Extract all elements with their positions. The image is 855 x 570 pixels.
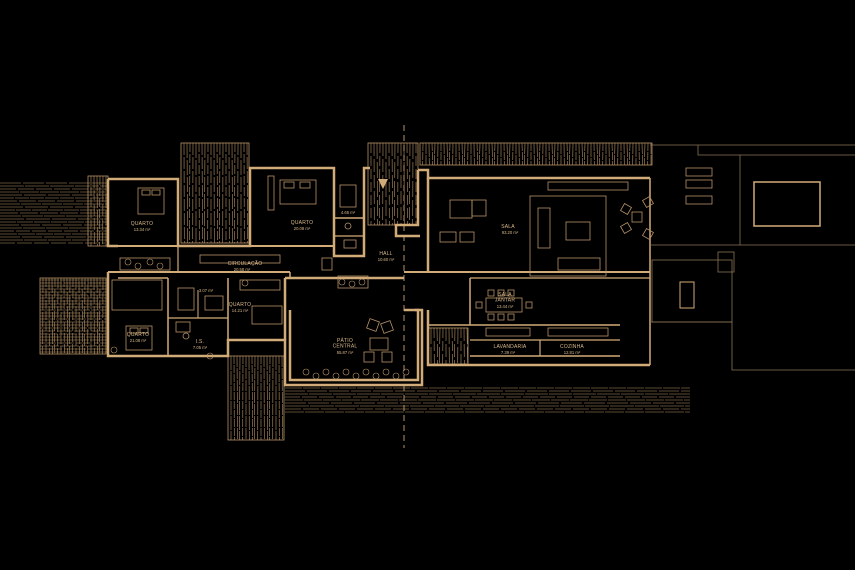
room-label-quarto1: QUARTO	[131, 221, 153, 227]
deck-vertical-4	[180, 142, 250, 244]
room-area-wc1: 4.65 m²	[341, 210, 356, 215]
room-area-quarto4: 21.08 m²	[130, 338, 147, 343]
plant-6	[322, 368, 330, 376]
room-area-patio: 55.87 m²	[337, 350, 354, 355]
plant-8	[342, 368, 350, 376]
plant-11	[372, 372, 380, 380]
room-area-circulacao: 20.58 m²	[234, 267, 251, 272]
room-area-is: 7.05 m²	[193, 345, 208, 350]
plant-3	[156, 262, 164, 270]
deck-horizontal-8	[285, 387, 690, 413]
room-labels: QUARTO 13.34 m² QUARTO 20.08 m² 4.65 m² …	[127, 210, 584, 355]
plant-19	[206, 352, 214, 360]
plant-4	[302, 368, 310, 376]
plant-16	[348, 280, 356, 288]
plant-12	[382, 368, 390, 376]
room-label-hall: HALL	[379, 251, 392, 257]
plant-1	[134, 262, 142, 270]
plant-18	[110, 346, 118, 354]
room-area-quarto2: 20.08 m²	[294, 226, 311, 231]
room-label-quarto4: QUARTO	[127, 332, 149, 338]
walls	[106, 166, 651, 387]
room-area-quarto3: 14.21 m²	[232, 308, 249, 313]
plant-2	[146, 258, 154, 266]
plant-0	[124, 258, 132, 266]
wood-decks	[0, 142, 690, 441]
plant-13	[392, 372, 400, 380]
room-area-sala-jantar: 13.44 m²	[497, 304, 514, 309]
room-area-hall: 10.60 m²	[378, 257, 395, 262]
room-label-lavandaria: LAVANDARIA	[494, 344, 527, 350]
room-area-sala: 93.20 m²	[502, 230, 519, 235]
section-arrow-icon	[378, 179, 388, 189]
plant-20	[241, 279, 249, 287]
deck-horizontal-2	[40, 279, 108, 353]
room-area-lavandaria: 7.39 m²	[501, 350, 516, 355]
room-label-circulacao: CIRCULAÇÃO	[228, 260, 263, 267]
planters	[110, 258, 410, 380]
room-label-sala: SALA	[501, 224, 515, 230]
room-area-cozinha: 12.81 m²	[564, 350, 581, 355]
room-label-cozinha: COZINHA	[560, 344, 584, 350]
plant-9	[352, 372, 360, 380]
room-area-wc2: 3.07 m²	[199, 288, 214, 293]
room-label-quarto3: QUARTO	[229, 302, 251, 308]
furniture	[111, 167, 713, 363]
plant-15	[338, 278, 346, 286]
deck-horizontal-0	[0, 182, 108, 244]
room-label-quarto2: QUARTO	[291, 220, 313, 226]
deck-vertical-3	[39, 277, 107, 355]
plant-7	[332, 372, 340, 380]
room-label-is: I.S.	[196, 339, 204, 345]
deck-vertical-7	[419, 142, 653, 166]
plant-5	[312, 372, 320, 380]
plant-10	[362, 368, 370, 376]
plant-17	[358, 278, 366, 286]
room-area-quarto1: 13.34 m²	[134, 227, 151, 232]
deck-vertical-5	[227, 355, 285, 441]
terrace-outline	[650, 144, 855, 371]
plant-14	[402, 368, 410, 376]
